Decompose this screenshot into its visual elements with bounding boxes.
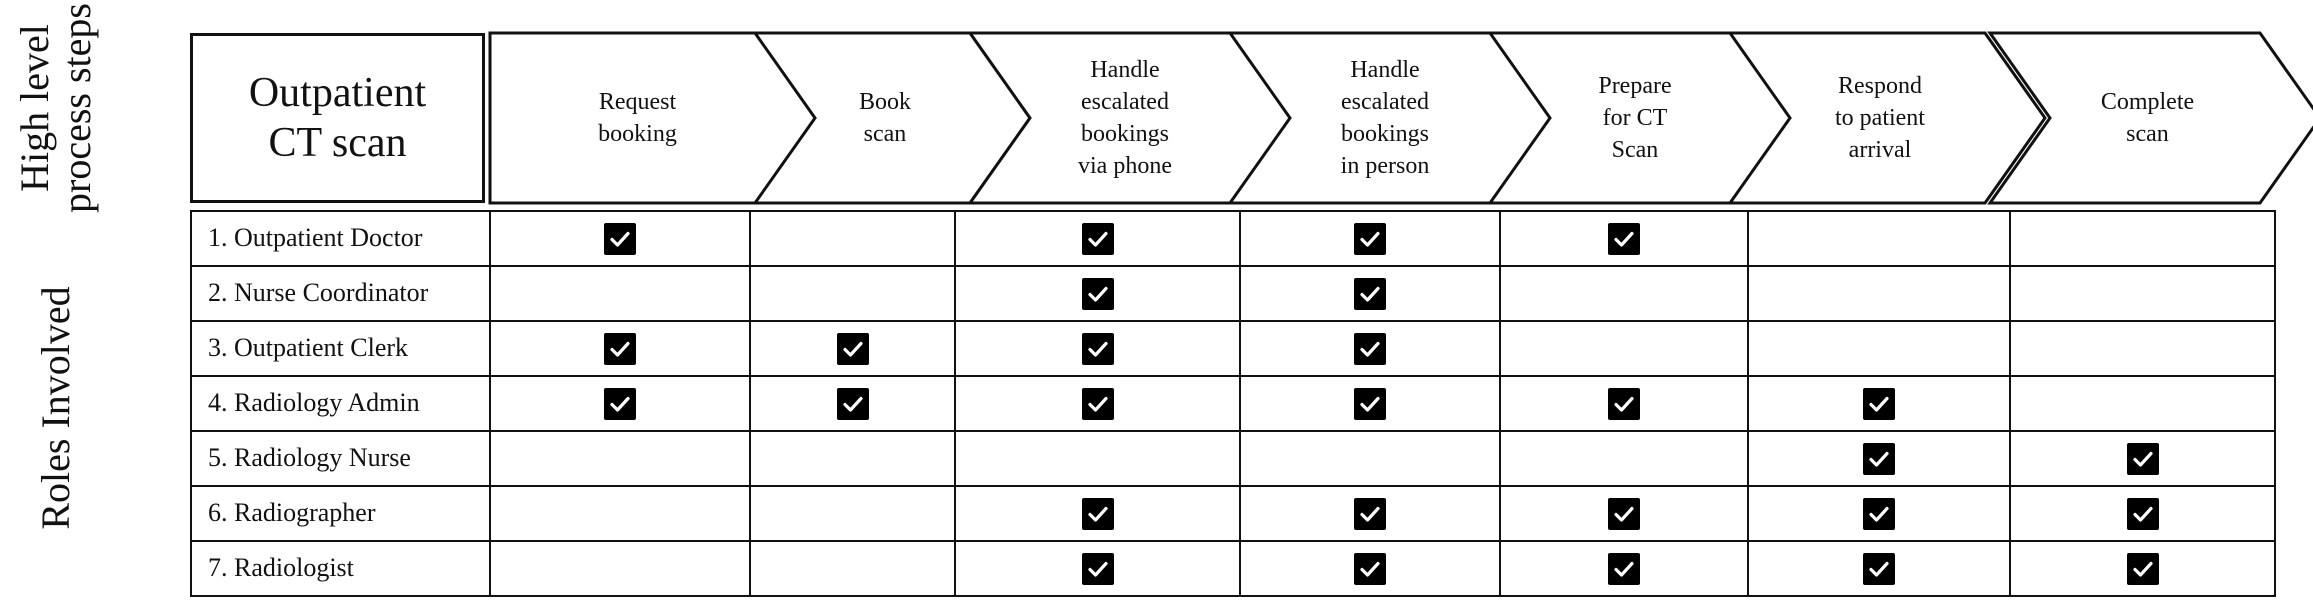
step-label-line: scan: [863, 121, 907, 147]
checkbox-checked-icon: [1608, 222, 1640, 255]
role-row: 3. Outpatient Clerk: [190, 320, 2275, 375]
checkbox-checked-icon: [1608, 387, 1640, 420]
step-label-line: Handle: [1350, 57, 1420, 83]
checkbox-checked-icon: [1354, 552, 1386, 585]
step-label-line: Respond: [1837, 73, 1922, 99]
step-label-line: Complete: [2100, 89, 2195, 115]
title-line2: CT scan: [268, 120, 407, 166]
diagram-title-box: Outpatient CT scan: [190, 33, 485, 203]
process-step-label-2: Book scan: [800, 38, 970, 198]
step-label-line: Request: [598, 89, 677, 115]
checkbox-checked-icon: [1354, 332, 1386, 365]
checkbox-checked-icon: [2126, 442, 2159, 475]
role-row: 2. Nurse Coordinator: [190, 265, 2275, 320]
checkbox-checked-icon: [1354, 222, 1386, 255]
checkbox-checked-icon: [1081, 387, 1114, 420]
role-row: 1. Outpatient Doctor: [190, 210, 2275, 265]
title-line1: Outpatient: [248, 70, 427, 116]
step-label-line: Book: [858, 89, 911, 115]
role-label: 3. Outpatient Clerk: [208, 332, 409, 362]
checkbox-checked-icon: [1081, 497, 1114, 530]
process-step-label-3: Handle escalated bookings via phone: [1015, 38, 1235, 198]
role-row: 5. Radiology Nurse: [190, 430, 2275, 485]
process-step-chevron-6: [1727, 31, 2047, 205]
checkbox-checked-icon: [836, 387, 869, 420]
step-label-line: escalated: [1341, 89, 1429, 115]
checkbox-checked-icon: [1863, 552, 1895, 585]
role-label: 6. Radiographer: [208, 497, 376, 527]
process-step-label-4: Handle escalated bookings in person: [1275, 38, 1495, 198]
checkbox-checked-icon: [604, 387, 636, 420]
roles-side-label-text: Roles Involved: [33, 285, 78, 530]
step-label-line: Prepare: [1598, 73, 1672, 99]
role-label: 5. Radiology Nurse: [208, 442, 411, 472]
step-label-line: via phone: [1078, 153, 1172, 179]
roles-side-label: Roles Involved: [0, 215, 112, 600]
step-label-line: arrival: [1848, 137, 1912, 163]
role-row: 7. Radiologist: [190, 540, 2275, 595]
checkbox-checked-icon: [836, 332, 869, 365]
process-step-label-5: Prepare for CT Scan: [1535, 38, 1735, 198]
checkbox-checked-icon: [2126, 552, 2159, 585]
step-label-line: escalated: [1081, 89, 1169, 115]
role-row: 4. Radiology Admin: [190, 375, 2275, 430]
process-step-label-7: Complete scan: [2035, 38, 2260, 198]
checkbox-checked-icon: [604, 332, 636, 365]
checkbox-checked-icon: [1081, 222, 1114, 255]
step-label-line: in person: [1340, 153, 1430, 179]
role-label: 1. Outpatient Doctor: [208, 222, 423, 252]
step-label-line: bookings: [1080, 121, 1169, 147]
checkbox-checked-icon: [604, 222, 636, 255]
checkbox-checked-icon: [1081, 277, 1114, 310]
checkbox-checked-icon: [1081, 332, 1114, 365]
checkbox-checked-icon: [1354, 277, 1386, 310]
step-label-line: booking: [598, 121, 677, 147]
checkbox-checked-icon: [1608, 552, 1640, 585]
process-step-label-6: Respond to patient arrival: [1775, 38, 1985, 198]
role-row: 6. Radiographer: [190, 485, 2275, 540]
checkbox-checked-icon: [1354, 497, 1386, 530]
matrix-gridlines: [190, 210, 2276, 597]
checkbox-checked-icon: [1863, 497, 1895, 530]
step-label-line: to patient: [1835, 105, 1925, 131]
role-label: 7. Radiologist: [208, 552, 354, 582]
checkbox-checked-icon: [1081, 552, 1114, 585]
role-label: 2. Nurse Coordinator: [208, 277, 429, 307]
step-label-line: scan: [2126, 121, 2169, 147]
checkbox-checked-icon: [1354, 387, 1386, 420]
role-label: 4. Radiology Admin: [208, 387, 420, 417]
process-step-label-1: Request booking: [515, 38, 760, 198]
checkbox-checked-icon: [1863, 387, 1895, 420]
step-label-line: for CT: [1602, 105, 1668, 131]
checkbox-checked-icon: [2126, 497, 2159, 530]
checkbox-checked-icon: [1608, 497, 1640, 530]
step-label-line: Scan: [1611, 137, 1659, 163]
process-step-chevron-7: [1987, 31, 2313, 205]
step-label-line: Handle: [1090, 57, 1160, 83]
process-chevrons: [488, 31, 2313, 205]
checkbox-checked-icon: [1863, 442, 1895, 475]
step-label-line: bookings: [1340, 121, 1429, 147]
